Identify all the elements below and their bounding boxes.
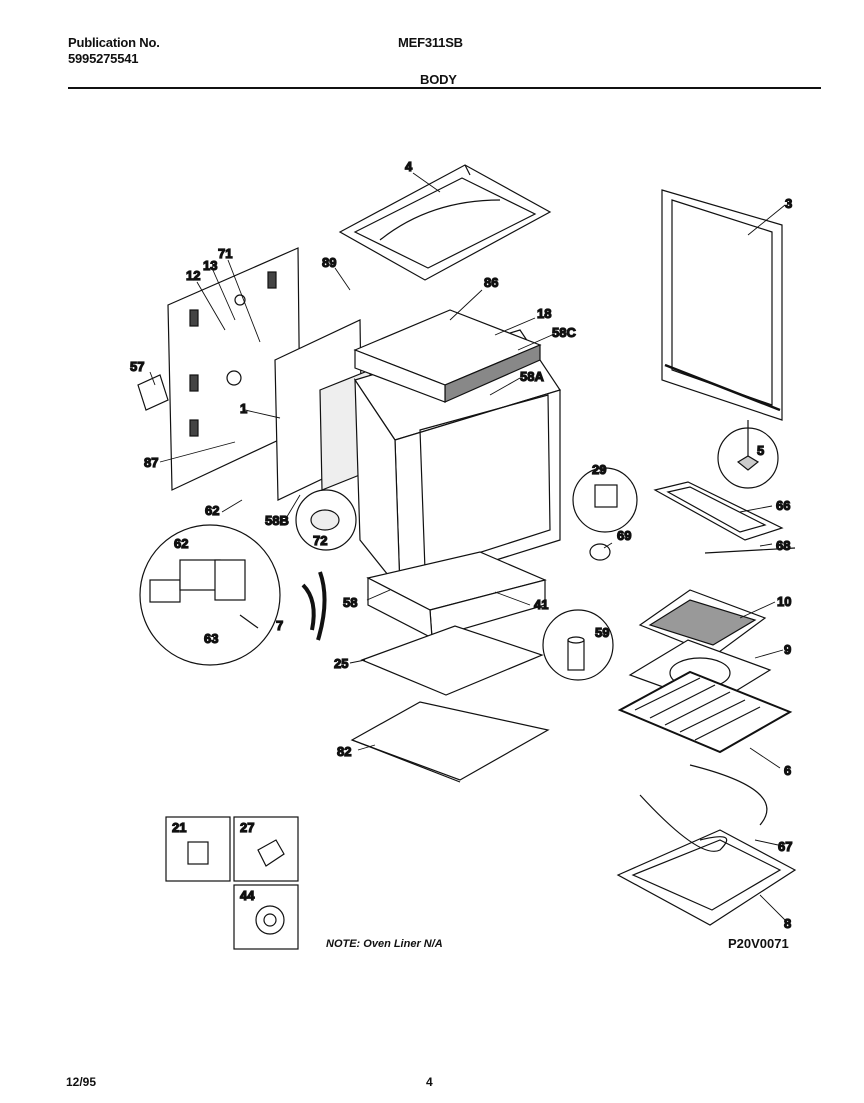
part-62-callout xyxy=(139,524,281,666)
page-number: 4 xyxy=(426,1075,433,1089)
label-89: 89 xyxy=(322,255,336,270)
part-69 xyxy=(589,543,611,561)
label-9: 9 xyxy=(784,642,791,657)
label-67: 67 xyxy=(778,839,792,854)
label-29: 29 xyxy=(592,462,606,477)
part-broiler-grid xyxy=(638,589,767,656)
part-29-callout xyxy=(572,467,638,533)
label-87: 87 xyxy=(144,455,158,470)
label-86: 86 xyxy=(484,275,498,290)
label-58c: 58C xyxy=(552,325,576,340)
label-62-callout: 62 xyxy=(174,536,188,551)
label-71: 71 xyxy=(218,246,232,261)
label-58a: 58A xyxy=(520,369,544,384)
part-base-panel xyxy=(350,701,550,783)
label-66: 66 xyxy=(776,498,790,513)
header-divider xyxy=(68,87,821,89)
label-3: 3 xyxy=(785,196,792,211)
label-8: 8 xyxy=(784,916,791,931)
model-number: MEF311SB xyxy=(398,35,463,50)
part-side-panel xyxy=(661,189,783,421)
label-82: 82 xyxy=(337,744,351,759)
part-59-callout xyxy=(542,609,614,681)
oven-liner-note: NOTE: Oven Liner N/A xyxy=(326,938,443,950)
label-4: 4 xyxy=(405,159,413,174)
footer-date: 12/95 xyxy=(66,1075,97,1089)
part-72-callout xyxy=(295,489,357,551)
label-72: 72 xyxy=(313,533,327,548)
label-27: 27 xyxy=(240,820,254,835)
leader-lines xyxy=(149,172,786,921)
publication-number: 5995275541 xyxy=(68,51,139,66)
label-6: 6 xyxy=(784,763,791,778)
label-12: 12 xyxy=(186,268,200,283)
part-7 xyxy=(301,583,316,631)
label-58b: 58B xyxy=(265,513,289,528)
label-57: 57 xyxy=(130,359,144,374)
section-title: BODY xyxy=(420,72,457,87)
part-25 xyxy=(360,625,544,696)
part-bake-pan xyxy=(616,764,797,926)
label-63: 63 xyxy=(204,631,218,646)
part-labels: 4 3 89 86 18 58C 71 13 12 57 1 87 58A 5 … xyxy=(129,158,793,931)
label-62-upper: 62 xyxy=(205,503,219,518)
part-broil-element xyxy=(653,481,796,554)
label-25: 25 xyxy=(334,656,348,671)
label-1: 1 xyxy=(240,401,247,416)
part-oven-rack xyxy=(617,670,793,754)
label-59: 59 xyxy=(595,625,609,640)
part-insulation-top xyxy=(353,309,542,403)
label-21: 21 xyxy=(172,820,186,835)
label-7: 7 xyxy=(276,618,283,633)
label-69: 69 xyxy=(617,528,631,543)
label-44: 44 xyxy=(240,888,255,903)
label-18: 18 xyxy=(537,306,551,321)
publication-label: Publication No. xyxy=(68,35,160,50)
part-leveling-leg-callout xyxy=(717,420,779,489)
label-5: 5 xyxy=(757,443,764,458)
label-41: 41 xyxy=(534,597,548,612)
drawing-code: P20V0071 xyxy=(728,936,789,951)
label-68: 68 xyxy=(776,538,790,553)
label-10: 10 xyxy=(777,594,791,609)
label-58: 58 xyxy=(343,595,357,610)
part-top-panel xyxy=(338,164,552,281)
label-13: 13 xyxy=(203,258,217,273)
